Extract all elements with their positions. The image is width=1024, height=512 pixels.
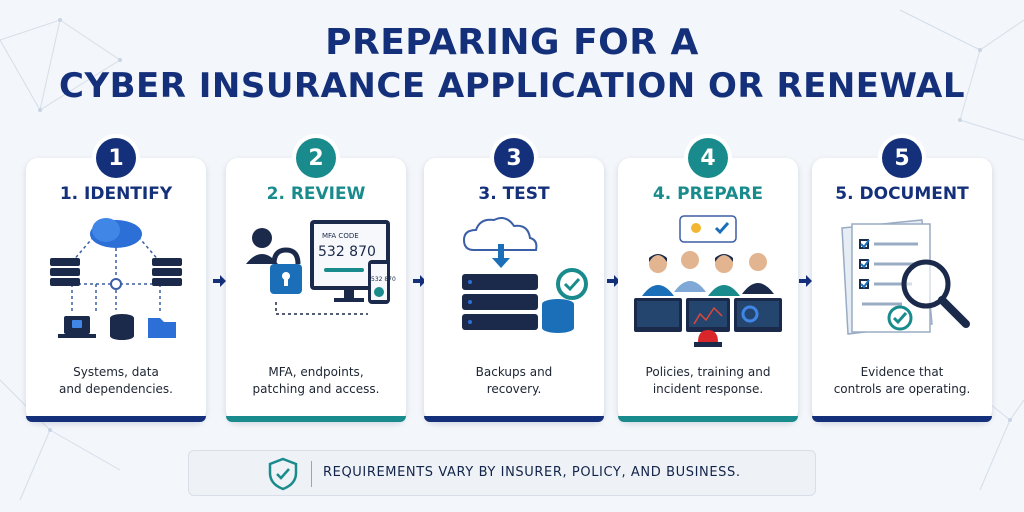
step-number-badge: 4 <box>688 138 728 178</box>
arrow-right-icon <box>796 272 814 290</box>
step-description: MFA, endpoints, patching and access. <box>252 365 380 396</box>
card-accent-bar <box>424 416 604 422</box>
step-title: 3. TEST <box>478 184 550 204</box>
step-description: Systems, data and dependencies. <box>59 365 173 396</box>
step-card-test: 3 3. TEST Backups and recovery. <box>424 138 604 422</box>
document-magnifier-icon <box>841 219 970 335</box>
page-title-line2: CYBER INSURANCE APPLICATION OR RENEWAL <box>59 66 965 106</box>
footer-divider <box>311 461 312 487</box>
arrow-right-icon <box>210 272 228 290</box>
card-accent-bar <box>812 416 992 422</box>
phone-code-value: 532 870 <box>371 276 396 283</box>
team-icon <box>634 215 782 347</box>
mfa-lock-icon <box>246 220 390 315</box>
step-title: 2. REVIEW <box>266 184 366 204</box>
step-title: 1. IDENTIFY <box>59 184 173 204</box>
step-card-review: 2 2. REVIEW MFA CODE 532 870 532 870 MFA… <box>226 138 406 422</box>
backup-server-icon <box>462 217 588 333</box>
step-number-badge: 1 <box>96 138 136 178</box>
mfa-code-label: MFA CODE <box>322 232 359 240</box>
step-title: 5. DOCUMENT <box>835 184 969 204</box>
footer-note: REQUIREMENTS VARY BY INSURER, POLICY, AN… <box>188 450 816 496</box>
arrow-right-icon <box>410 272 428 290</box>
step-title: 4. PREPARE <box>652 184 764 204</box>
step-card-document: 5 5. DOCUMENT Evidence that controls are… <box>812 138 992 422</box>
card-accent-bar <box>226 416 406 422</box>
step-number-badge: 2 <box>296 138 336 178</box>
card-accent-bar <box>26 416 206 422</box>
mfa-code-value: 532 870 <box>318 244 376 260</box>
step-description: Backups and recovery. <box>475 365 553 396</box>
step-card-prepare: 4 4. PREPARE Policies, training and inci… <box>618 138 798 422</box>
arrow-right-icon <box>604 272 622 290</box>
network-diagram-icon <box>50 218 182 340</box>
footer-text: REQUIREMENTS VARY BY INSURER, POLICY, AN… <box>323 465 741 480</box>
shield-check-icon <box>268 457 298 491</box>
step-card-identify: 1 1. IDENTIFY Systems, data and dependen… <box>26 138 206 422</box>
page-title-line1: PREPARING FOR A <box>325 22 699 63</box>
step-number-badge: 5 <box>882 138 922 178</box>
step-description: Evidence that controls are operating. <box>833 365 971 396</box>
step-number-badge: 3 <box>494 138 534 178</box>
card-accent-bar <box>618 416 798 422</box>
step-description: Policies, training and incident response… <box>645 365 771 396</box>
